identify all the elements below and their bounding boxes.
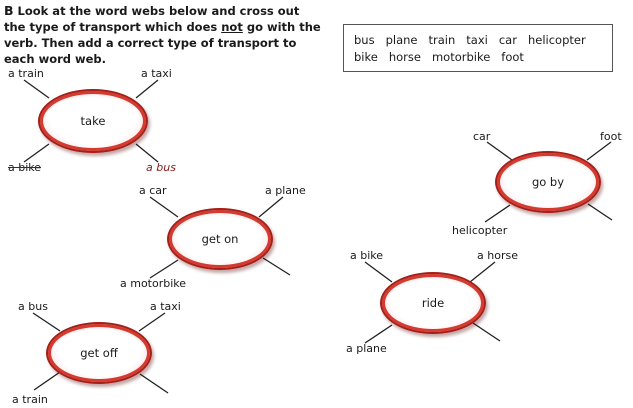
spoke-line <box>33 371 61 391</box>
web-go-by-top-left: car <box>473 130 491 143</box>
word-box-item: taxi <box>466 33 488 47</box>
web-get-on-verb: get on <box>201 232 239 246</box>
spoke-line <box>149 259 179 279</box>
web-get-on-top-left: a car <box>139 184 167 197</box>
section-letter: B <box>4 3 14 18</box>
instructions-text-after: go with the verb. Then add a correct typ… <box>4 20 321 66</box>
web-take-top-right: a taxi <box>141 67 172 80</box>
web-take-verb: take <box>80 114 106 128</box>
spoke-line <box>364 261 393 283</box>
instructions-text-before: Look at the word webs below and cross ou… <box>4 4 300 34</box>
spoke-line <box>32 312 61 332</box>
spoke-line <box>469 261 496 283</box>
word-box-item: bike <box>354 50 378 64</box>
word-box-item: motorbike <box>431 50 491 64</box>
word-box: bus plane train taxi car helicopter bike… <box>343 24 613 72</box>
web-get-off-oval: get off <box>46 322 152 384</box>
web-get-on-oval: get on <box>167 208 273 270</box>
web-ride-verb: ride <box>421 296 445 310</box>
web-take-crossed-out-answer: a bike <box>8 161 42 174</box>
spoke-line <box>23 143 50 163</box>
web-take-oval: take <box>38 89 148 153</box>
spoke-line <box>139 373 169 394</box>
web-ride-top-left: a bike <box>350 249 384 262</box>
spoke-line <box>149 196 179 218</box>
web-go-by-top-right: foot <box>600 130 622 143</box>
web-ride-bottom-left: a plane <box>346 342 387 355</box>
instructions-underlined-word: not <box>221 20 243 34</box>
web-get-off-verb: get off <box>80 346 118 360</box>
spoke-line <box>258 196 284 218</box>
web-get-off-top-left: a bus <box>18 300 48 313</box>
spoke-line <box>135 143 159 163</box>
spoke-line <box>364 324 393 344</box>
web-get-off-bottom-left: a train <box>12 393 48 406</box>
spoke-line <box>484 204 511 223</box>
spoke-line <box>262 257 291 276</box>
spoke-line <box>472 322 501 342</box>
word-box-item: plane <box>385 33 418 47</box>
spoke-line <box>486 141 513 161</box>
spoke-line <box>138 312 166 332</box>
spoke-line <box>586 141 612 161</box>
web-get-on-top-right: a plane <box>265 184 306 197</box>
spoke-line <box>587 203 613 221</box>
word-box-item: bus <box>354 33 375 47</box>
web-go-by-bottom-left: helicopter <box>452 224 508 237</box>
word-box-item: horse <box>388 50 421 64</box>
web-take-top-left: a train <box>8 67 44 80</box>
web-ride-oval: ride <box>380 272 486 334</box>
web-get-on-bottom-left: a motorbike <box>120 277 187 290</box>
web-ride-top-right: a horse <box>477 249 518 262</box>
word-box-item: helicopter <box>527 33 586 47</box>
word-box-item: train <box>428 33 456 47</box>
spoke-line <box>135 79 159 99</box>
word-box-item: foot <box>501 50 524 64</box>
spoke-line <box>23 79 50 99</box>
web-get-off-top-right: a taxi <box>150 300 181 313</box>
web-go-by-oval: go by <box>495 151 601 213</box>
web-take-added-answer: a bus <box>146 161 176 174</box>
word-box-item: car <box>498 33 517 47</box>
web-go-by-verb: go by <box>531 175 565 189</box>
